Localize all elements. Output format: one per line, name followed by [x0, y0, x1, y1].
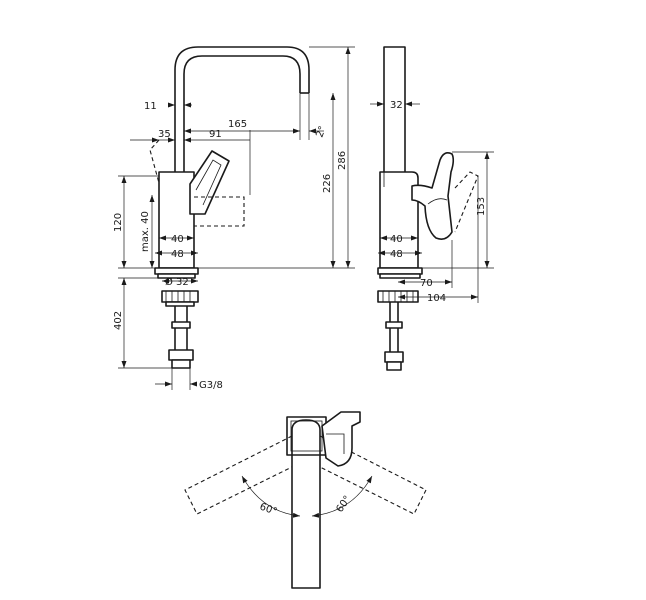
front-lever-ghost-left [149, 139, 160, 184]
side-dim-153: 153 [476, 197, 487, 216]
side-dim-70: 70 [420, 278, 433, 289]
front-dim-40: 40 [171, 234, 184, 245]
side-lever-ghost [454, 171, 479, 233]
front-dim-226: 226 [322, 174, 333, 193]
front-dim-286: 286 [337, 151, 348, 170]
side-dim-32: 32 [390, 100, 403, 111]
front-base-ring [157, 273, 196, 279]
front-dim-165: 165 [228, 119, 247, 130]
front-dim-35: 35 [158, 129, 171, 140]
front-mount-nut [161, 290, 199, 303]
front-dim-48: 48 [171, 249, 184, 260]
front-spout-inner [183, 55, 301, 172]
front-dim-91: 91 [209, 129, 222, 140]
front-dim-402: 402 [113, 311, 124, 330]
side-lever [411, 152, 455, 240]
front-dim-11: 11 [144, 101, 157, 112]
front-base [154, 267, 199, 275]
front-lever-ghost-right [194, 196, 245, 227]
side-view: 32 153 40 48 70 104 [370, 46, 494, 371]
front-dim-angle: 2° [315, 125, 329, 139]
top-spout-ghost-left [184, 435, 307, 515]
top-angle-left: 60° [258, 501, 278, 517]
top-angle-arc-right [311, 475, 373, 518]
front-spout-outline [174, 46, 310, 172]
top-angle-arc-left [241, 475, 301, 518]
top-spout [291, 419, 321, 589]
front-dim-thread: G3/8 [199, 380, 223, 391]
front-lever [189, 150, 230, 215]
top-lever [321, 411, 361, 467]
front-dim-120: 120 [113, 213, 124, 232]
side-dim-40: 40 [390, 234, 403, 245]
top-view: 60° 60° [184, 411, 427, 589]
side-base [377, 267, 423, 275]
side-mount-nut [377, 290, 419, 303]
side-dim-48: 48 [390, 249, 403, 260]
side-spout-column [383, 46, 406, 188]
top-angle-right: 60° [334, 494, 353, 515]
front-view: 11 165 2° 35 91 226 286 120 max. 40 40 4… [113, 46, 355, 391]
front-dim-max40: max. 40 [140, 211, 151, 252]
side-dim-104: 104 [427, 293, 446, 304]
front-dim-32: Ø 32 [165, 276, 189, 288]
